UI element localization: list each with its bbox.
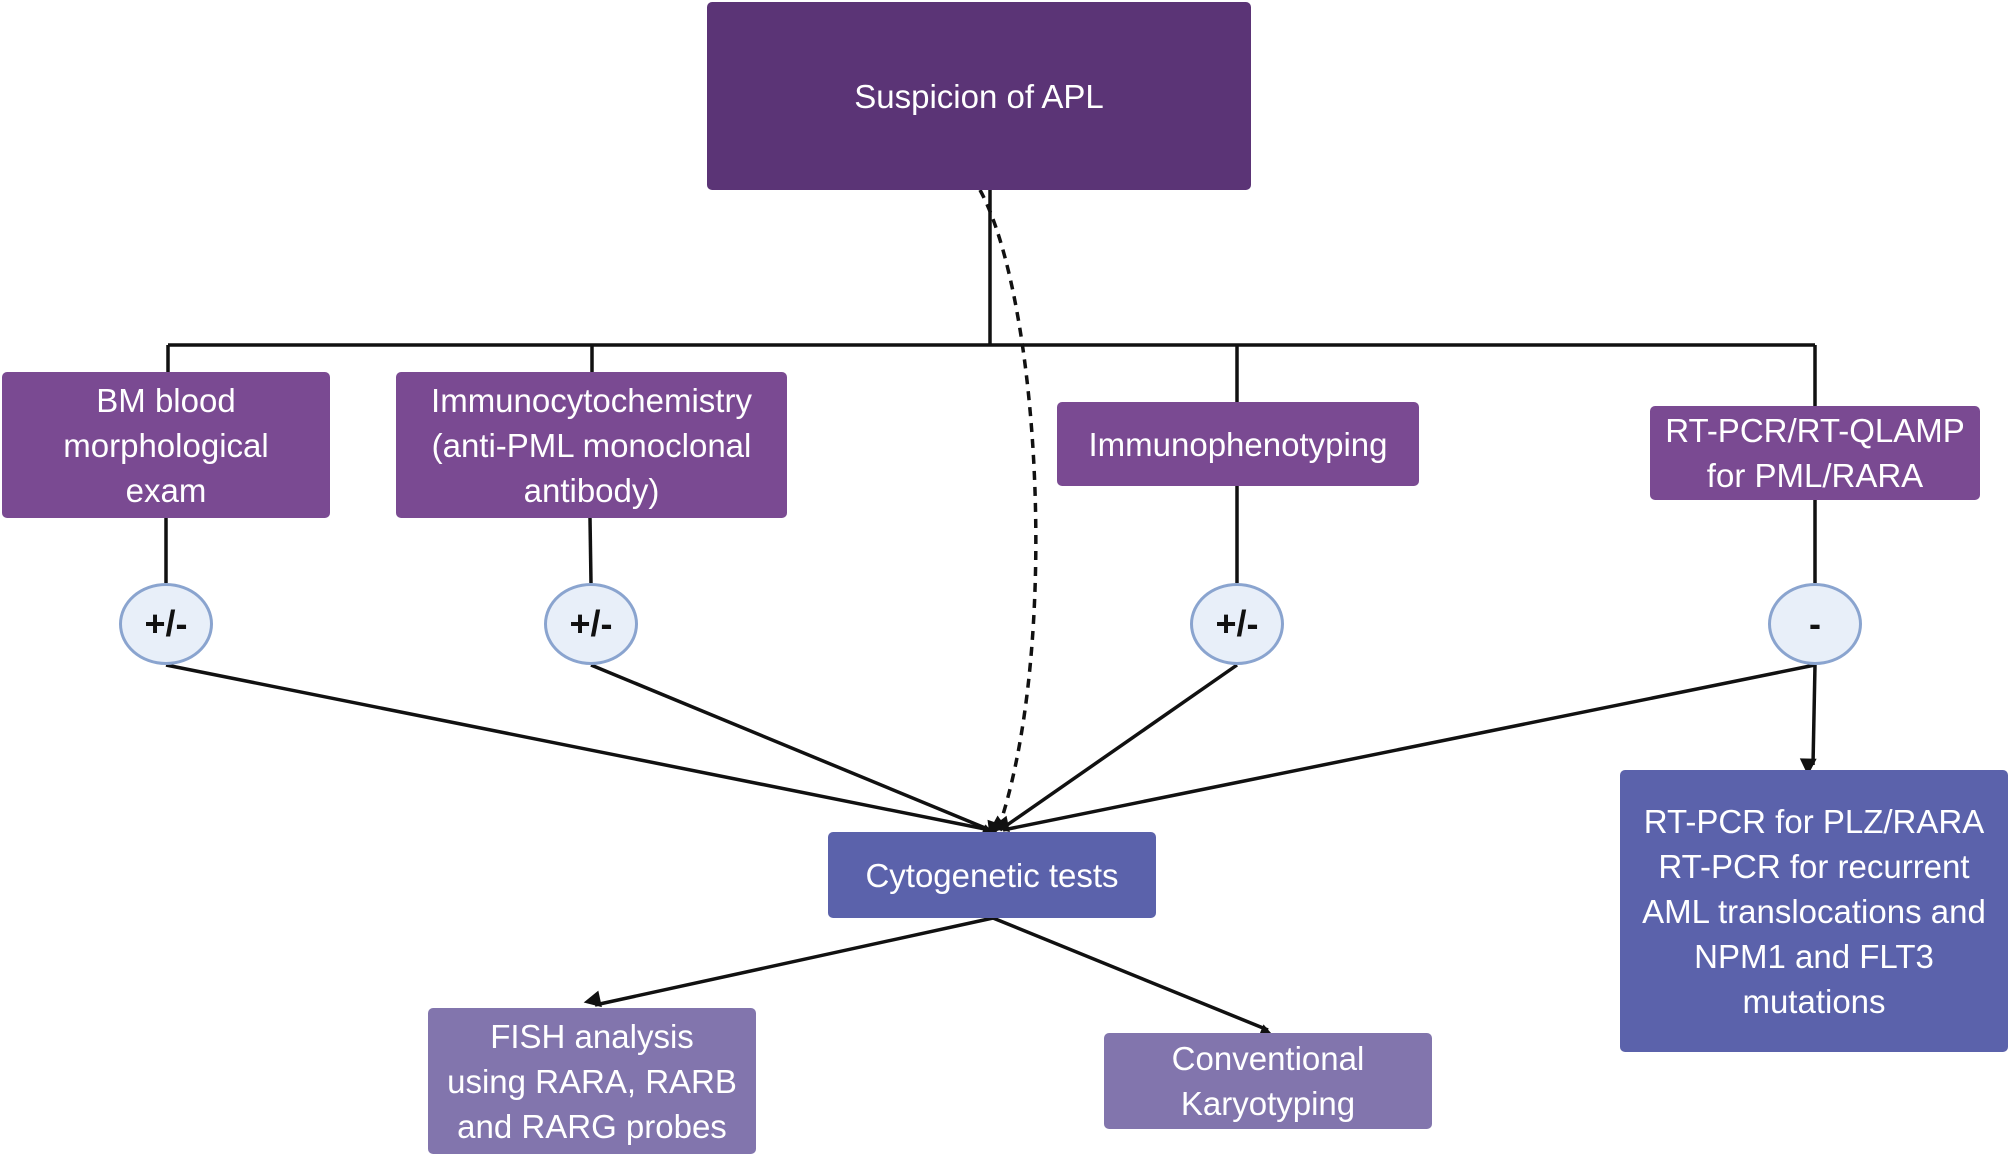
further-line-5: mutations — [1742, 982, 1886, 1020]
ipt-result-node: +/- — [1190, 583, 1284, 665]
icc-line-1: Immunocytochemistry — [431, 381, 752, 419]
fish-line-3: and RARG probes — [457, 1107, 727, 1145]
bm-result-node: +/- — [119, 583, 213, 665]
fish-analysis-box: FISH analysis using RARA, RARB and RARG … — [428, 1008, 756, 1154]
icc-result-arrow — [590, 663, 998, 840]
further-line-2: RT-PCR for recurrent — [1658, 847, 1970, 885]
suspicion-of-apl-box: Suspicion of APL — [707, 2, 1251, 190]
karyo-line-1: Conventional — [1171, 1040, 1365, 1077]
rtpcr-line-2: for PML/RARA — [1706, 457, 1924, 494]
further-line-3: AML translocations and — [1642, 892, 1986, 930]
conventional-karyotyping-box: Conventional Karyotyping — [1104, 1033, 1432, 1129]
immunocytochemistry-box: Immunocytochemistry (anti-PML monoclonal… — [396, 372, 787, 518]
cyto-to-karyo-arrow — [992, 916, 1276, 1040]
bm-morphology-box: BM blood morphological exam — [2, 372, 330, 518]
cytogenetic-tests-label: Cytogenetic tests — [865, 856, 1119, 894]
further-molecular-tests-box: RT-PCR for PLZ/RARA RT-PCR for recurrent… — [1620, 770, 2008, 1052]
fish-line-2: using RARA, RARB — [447, 1062, 737, 1100]
bm-line-3: exam — [125, 471, 207, 509]
cyto-to-fish-arrow — [583, 916, 994, 1008]
negative-to-further-arrow — [1799, 664, 1817, 776]
bm-line-2: morphological — [63, 426, 269, 464]
icc-line-3: antibody) — [523, 471, 660, 509]
ipt-result-label: +/- — [1215, 603, 1259, 644]
icc-result-node: +/- — [544, 583, 638, 665]
further-line-1: RT-PCR for PLZ/RARA — [1643, 802, 1985, 840]
ipt-line-1: Immunophenotyping — [1088, 425, 1388, 463]
rtpcr-pml-rara-box: RT-PCR/RT-QLAMP for PML/RARA — [1650, 406, 1980, 500]
rtpcr-line-1: RT-PCR/RT-QLAMP — [1665, 412, 1965, 449]
immunophenotyping-box: Immunophenotyping — [1057, 402, 1419, 486]
further-line-4: NPM1 and FLT3 — [1694, 937, 1934, 975]
direct-dashed-arrow — [978, 189, 1038, 839]
bm-result-arrow — [165, 663, 1000, 842]
bm-line-1: BM blood — [96, 381, 236, 419]
bm-result-label: +/- — [144, 603, 188, 644]
rtpcr-result-node: - — [1768, 583, 1862, 665]
fish-line-1: FISH analysis — [490, 1017, 694, 1055]
ipt-result-arrow — [988, 663, 1238, 832]
icc-result-label: +/- — [569, 603, 613, 644]
icc-line-2: (anti-PML monoclonal — [431, 426, 752, 464]
karyo-line-2: Karyotyping — [1180, 1085, 1356, 1122]
icc-to-result-line — [588, 517, 593, 584]
suspicion-of-apl-label: Suspicion of APL — [854, 77, 1104, 115]
rtpcr-result-arrow — [991, 663, 1816, 833]
cytogenetic-tests-box: Cytogenetic tests — [828, 832, 1156, 918]
rtpcr-result-label: - — [1809, 603, 1821, 644]
